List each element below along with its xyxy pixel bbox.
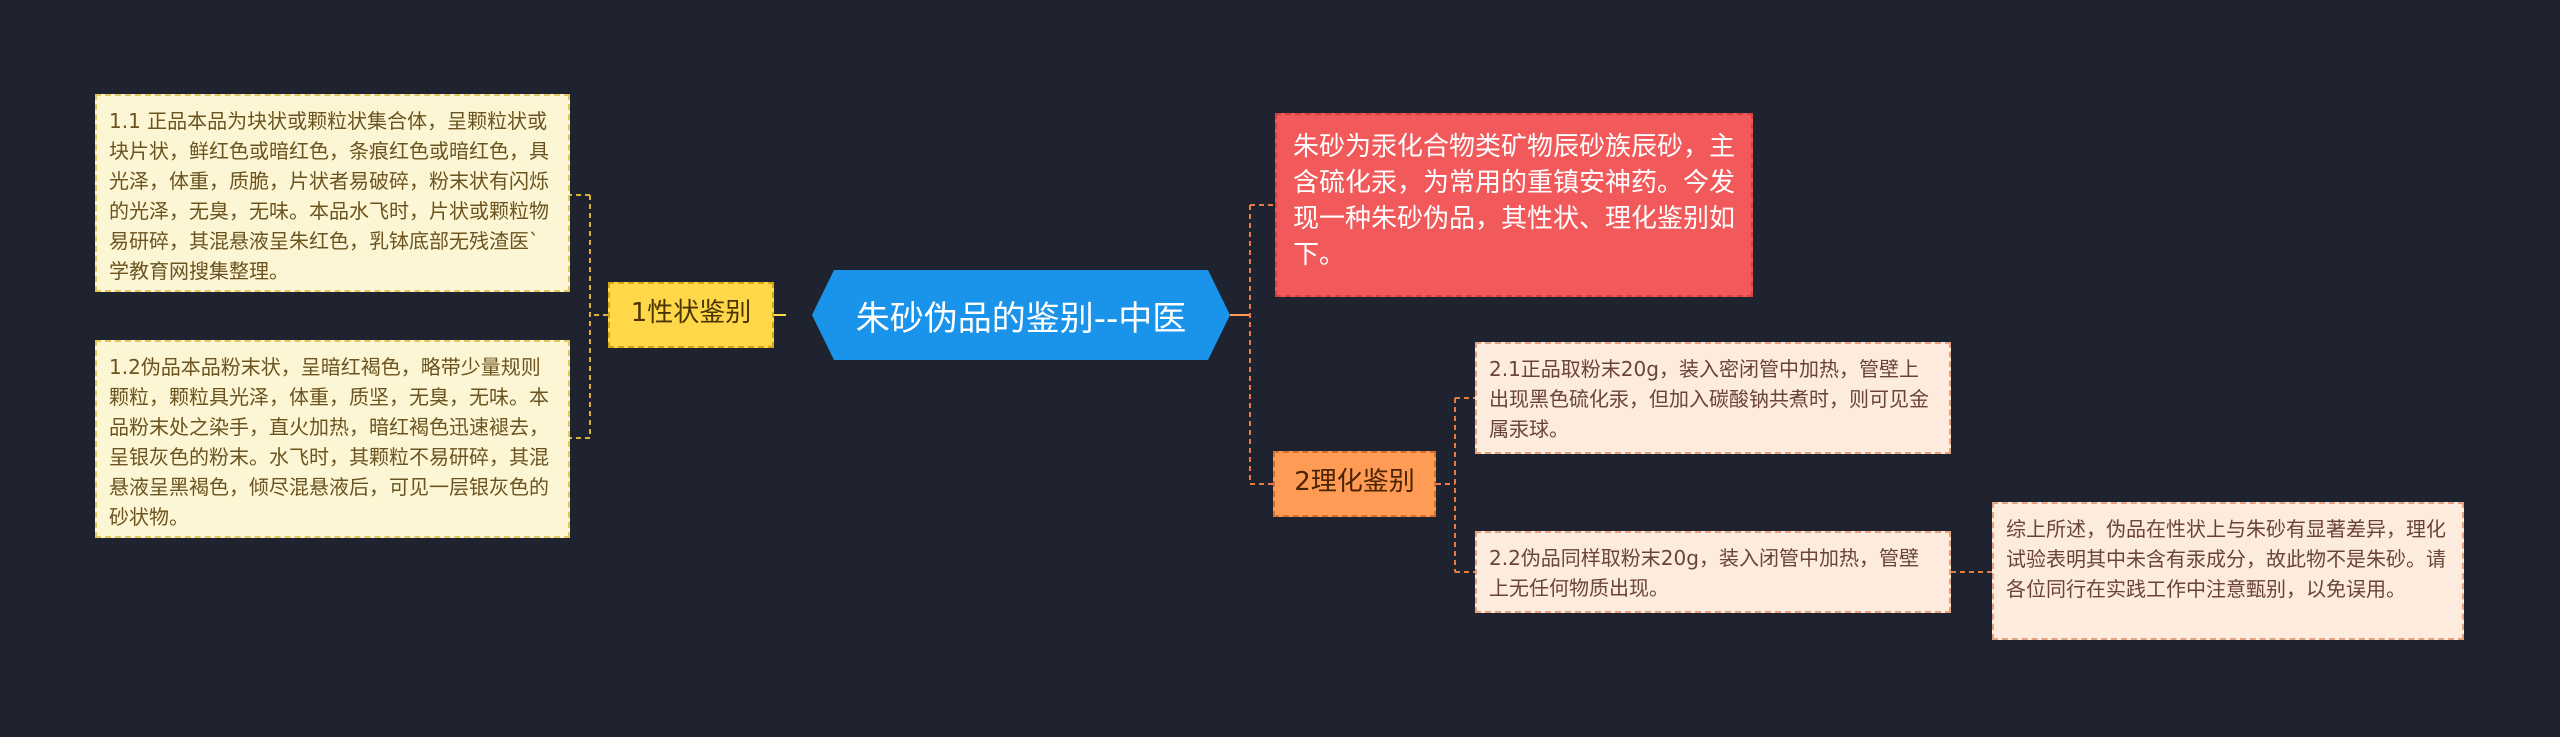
branch-1-node[interactable]: 1性状鉴别 xyxy=(608,282,774,348)
branch-2-node[interactable]: 2理化鉴别 xyxy=(1273,451,1436,517)
leaf-2-1: 2.1正品取粉末20g，装入密闭管中加热，管壁上出现黑色硫化汞，但加入碳酸钠共煮… xyxy=(1475,342,1951,454)
root-title: 朱砂伪品的鉴别--中医 xyxy=(855,298,1187,339)
root-node[interactable]: 朱砂伪品的鉴别--中医 xyxy=(812,270,1230,360)
leaf-1-1: 1.1 正品本品为块状或颗粒状集合体，呈颗粒状或块片状，鲜红色或暗红色，条痕红色… xyxy=(95,94,570,292)
leaf-2-2: 2.2伪品同样取粉末20g，装入闭管中加热，管壁上无任何物质出现。 xyxy=(1475,531,1951,613)
intro-node: 朱砂为汞化合物类矿物辰砂族辰砂，主含硫化汞，为常用的重镇安神药。今发现一种朱砂伪… xyxy=(1275,113,1753,297)
conclusion-node: 综上所述，伪品在性状上与朱砂有显著差异，理化试验表明其中未含有汞成分，故此物不是… xyxy=(1992,502,2464,640)
leaf-1-2: 1.2伪品本品粉末状，呈暗红褐色，略带少量规则颗粒，颗粒具光泽，体重，质坚，无臭… xyxy=(95,340,570,538)
